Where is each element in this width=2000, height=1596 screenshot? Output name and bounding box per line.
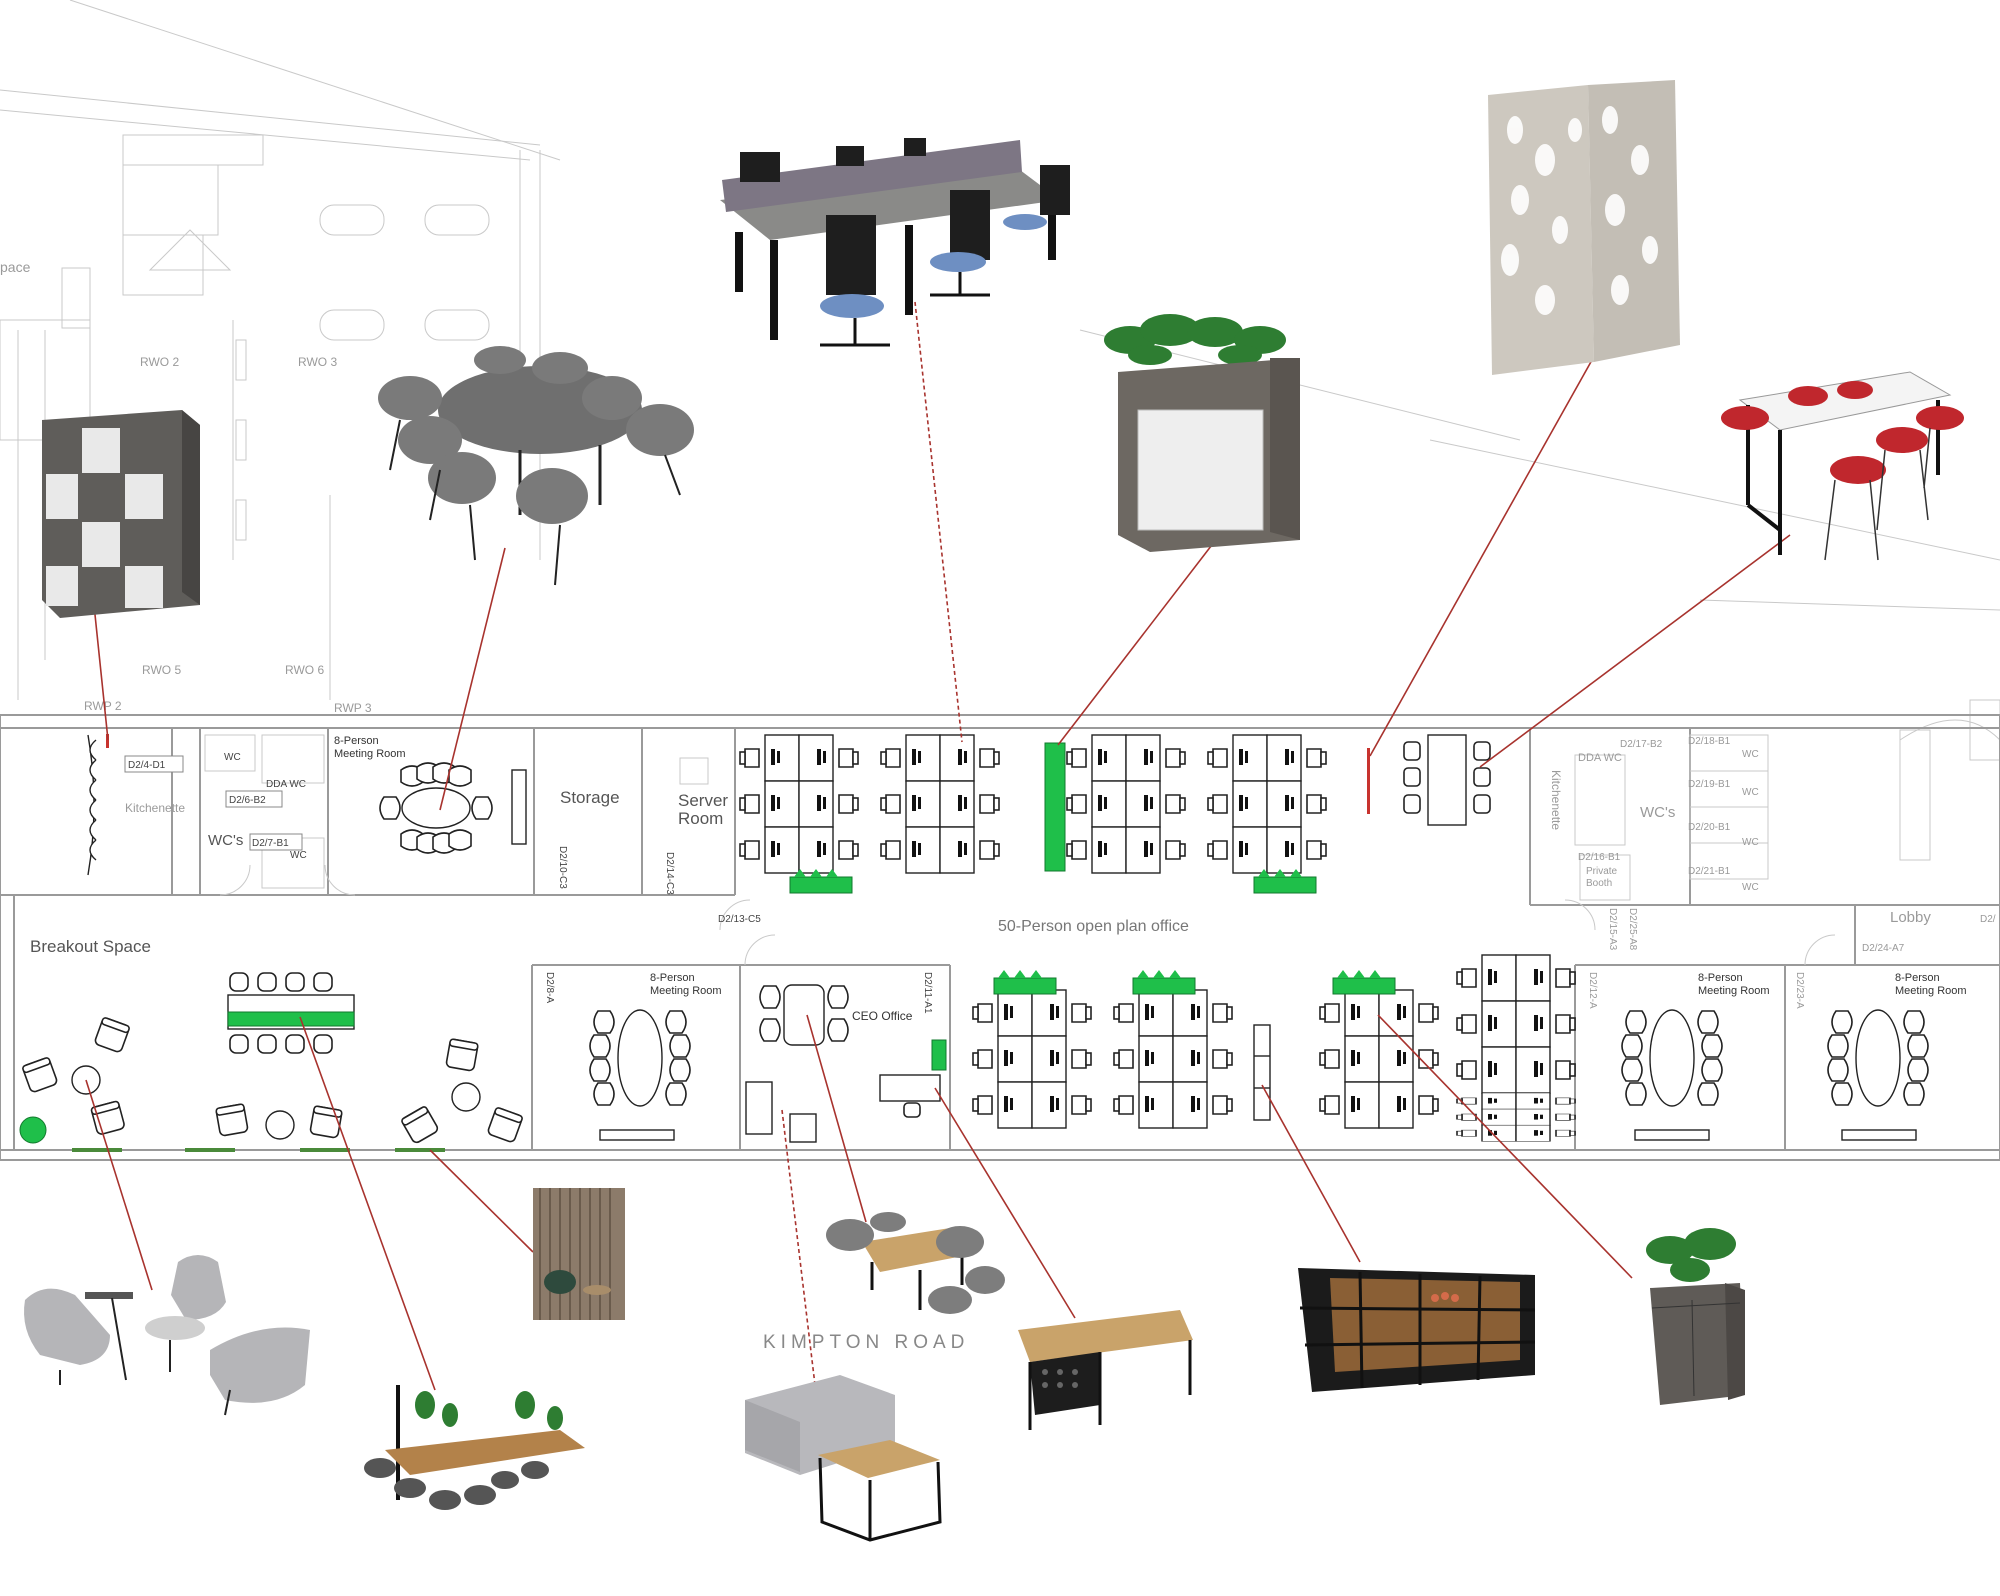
planter-cabinet-image [1646,1228,1745,1405]
room-label-wc-right: WC's [1640,804,1675,821]
floor-walls [0,714,2000,1161]
door-code: D2/15-A3 [1607,908,1618,951]
leader-line [914,301,963,743]
service-label-rwo6: RWO 6 [285,663,324,677]
room-label-wc-small-3: WC [1742,749,1759,760]
room-label-server-1: Server [678,791,728,810]
leader-line [1479,534,1791,768]
ceo-desk-image [1018,1310,1193,1430]
building-context: RWO 2 RWO 3 RWO 5 RWO 6 RWP 2 RWP 3 pace [0,0,2000,861]
open-plan-label: 50-Person open plan office [998,918,1189,935]
room-labels: Breakout Space 8-Person Meeting Room Sto… [30,735,1967,1353]
door-code: D2/12-A [1587,972,1598,1009]
street-label: KIMPTON ROAD [763,1332,969,1353]
leader-line [1057,536,1219,746]
room-label-wc-small-5: WC [1742,837,1759,848]
room-label-meeting-c-2: Meeting Room [1895,985,1967,997]
service-label-rwo2: RWO 2 [140,355,179,369]
door-code: D2/21-B1 [1688,866,1731,877]
leader-line [934,1087,1076,1319]
room-label-wc-small-4: WC [1742,787,1759,798]
small-meeting-table-image [826,1212,1005,1314]
decorative-screen-panel-image [1488,80,1680,375]
room-label-meeting-c-1: 8-Person [1895,972,1940,984]
room-label-meeting-top-1: 8-Person [334,735,379,747]
bench-desk-cluster-image [720,138,1070,347]
door-code: D2/19-B1 [1688,779,1731,790]
room-label-meeting-b-2: Meeting Room [1698,985,1770,997]
door-code: D2/13-C5 [718,914,761,925]
room-label-kitchenette-left: Kitchenette [125,801,185,815]
sofa-coffee-table-image [745,1375,942,1542]
room-label-wc-left: WC's [208,832,243,849]
room-label-dda-wc-right: DDA WC [1578,752,1622,764]
leader-lines [85,301,1791,1391]
room-label-server-2: Room [678,809,723,828]
door-code: D2/23-A [1794,972,1805,1009]
room-label-kitchenette-right: Kitchenette [1549,770,1563,830]
planter-storage-unit-image [1104,314,1300,552]
acoustic-slat-booth-image [533,1188,625,1320]
door-code: D2/16-B1 [1578,852,1621,863]
door-codes: D2/4-D1 D2/6-B2 D2/7-B1 D2/10-C3 D2/14-C… [124,736,1996,1014]
shelving-unit-image [1298,1268,1536,1392]
door-code: D2/24-A7 [1862,943,1905,954]
room-label-wc-small-2: WC [290,850,307,861]
lounge-chairs-image [24,1255,310,1416]
door-code: D2/10-C3 [557,846,568,889]
room-label-dda-wc-left: DDA WC [266,779,306,790]
space-label-partial: pace [0,259,31,275]
leader-line [1377,1014,1633,1279]
door-code: D2/7-B1 [252,838,289,849]
room-label-lobby: Lobby [1890,909,1931,926]
high-bench-table-image [1721,371,1964,561]
locker-cabinet-image [42,410,200,618]
locker-arcs [87,734,109,876]
door-code: D2/8-A [544,972,555,1003]
door-code: D2/4-D1 [128,760,166,771]
room-label-wc-small-1: WC [224,752,241,763]
leader-line [1261,1084,1361,1263]
leader-line [93,604,109,741]
room-label-private-2: Booth [1586,878,1612,889]
room-label-storage: Storage [560,788,620,807]
leader-line [1369,359,1593,757]
room-label-wc-small-6: WC [1742,882,1759,893]
leader-line [439,547,506,811]
door-code: D2/11-A1 [922,972,933,1014]
ceo-office-plan [745,984,947,1143]
leader-line [806,1014,867,1223]
room-label-meeting-top-2: Meeting Room [334,748,406,760]
high-table-plan [1403,734,1491,826]
room-label-meeting-a-2: Meeting Room [650,985,722,997]
door-code: D2/14-C3 [664,852,675,895]
plan-furniture [19,734,1928,1145]
room-label-meeting-a-1: 8-Person [650,972,695,984]
leader-line [299,1016,436,1391]
service-label-rwp3: RWP 3 [334,701,372,715]
door-code: D2/20-B1 [1688,822,1731,833]
service-label-rwp2: RWP 2 [84,699,122,713]
service-label-rwo5: RWO 5 [142,663,181,677]
door-code: D2/17-B2 [1620,739,1663,750]
leader-line [85,1079,153,1291]
door-code: D2/25-A8 [1627,908,1638,951]
door-code: D2/18-B1 [1688,736,1731,747]
room-label-breakout: Breakout Space [30,937,151,956]
leader-line [429,1149,534,1253]
room-label-private-1: Private [1586,866,1618,877]
canopy-bench-table-image [364,1385,585,1510]
oval-meeting-table-image [378,346,694,586]
breakout-bench-plan [227,972,355,1054]
service-label-rwo3: RWO 3 [298,355,337,369]
room-label-meeting-b-1: 8-Person [1698,972,1743,984]
room-label-ceo: CEO Office [852,1009,913,1023]
door-code: D2/6-B2 [229,795,266,806]
door-code: D2/ [1980,914,1996,925]
